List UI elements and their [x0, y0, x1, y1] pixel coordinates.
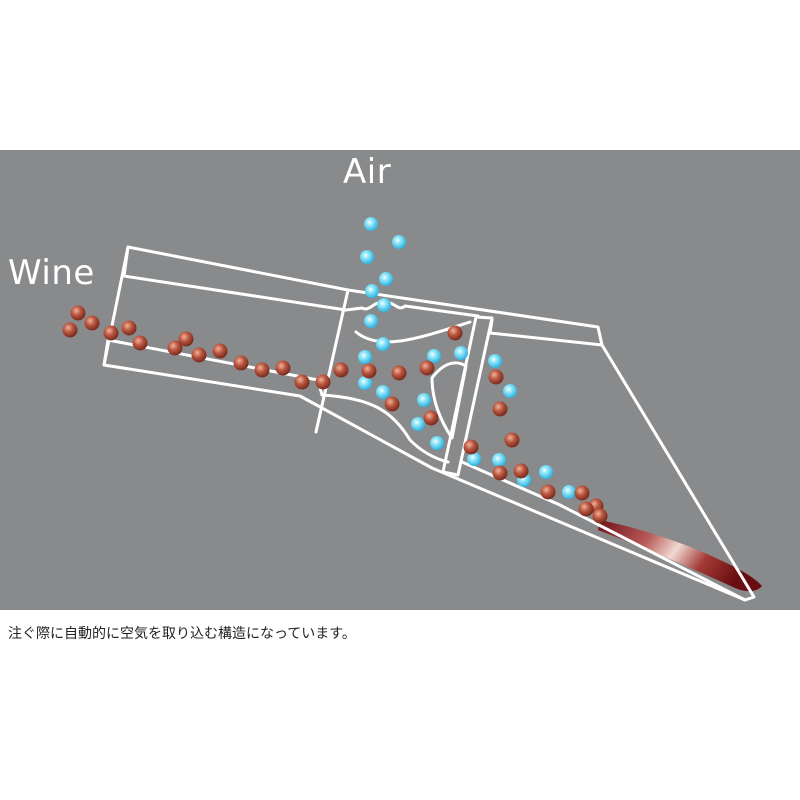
air-bubble	[376, 385, 390, 399]
aerator-outline	[102, 245, 756, 602]
wine-bubble	[294, 374, 310, 390]
wine-bubble	[361, 363, 377, 379]
air-bubble	[392, 235, 406, 249]
wine-bubble	[254, 362, 270, 378]
wine-bubble	[84, 315, 100, 331]
air-bubble	[379, 272, 393, 286]
wine-bubble	[70, 305, 86, 321]
air-bubble	[467, 452, 481, 466]
air-bubble	[360, 250, 374, 264]
venturi-lower	[320, 393, 450, 464]
air-inlet-notch	[344, 300, 480, 318]
wine-bubble	[513, 463, 529, 479]
chamber-separator	[314, 288, 350, 434]
wine-bubble	[578, 501, 594, 517]
body-top-rim	[122, 245, 348, 312]
wine-bubble	[212, 343, 228, 359]
wine-bubble	[121, 320, 137, 336]
air-bubble	[562, 485, 576, 499]
air-bubble	[411, 417, 425, 431]
air-bubble	[364, 217, 378, 231]
wine-bubble	[275, 360, 291, 376]
wine-bubble	[488, 369, 504, 385]
wine-bubble	[423, 410, 439, 426]
funnel-top	[488, 318, 604, 347]
wine-bubble	[178, 331, 194, 347]
air-bubble	[365, 284, 379, 298]
air-bubble	[358, 376, 372, 390]
diffuser	[430, 361, 468, 440]
air-bubble	[364, 314, 378, 328]
wine-bubble	[132, 335, 148, 351]
wine-bubble	[103, 325, 119, 341]
air-bubble	[503, 384, 517, 398]
air-bubble	[376, 337, 390, 351]
air-bubble	[454, 346, 468, 360]
slotted-plate	[441, 315, 494, 477]
wine-bubble	[191, 347, 207, 363]
air-bubbles	[358, 217, 576, 499]
wine-bubble	[540, 484, 556, 500]
wine-bubble	[391, 365, 407, 381]
air-bubble	[377, 298, 391, 312]
air-bubble	[427, 349, 441, 363]
wine-bubble	[504, 432, 520, 448]
wine-bubble	[167, 340, 183, 356]
wine-bubble	[419, 360, 435, 376]
wine-bubble	[592, 508, 608, 524]
air-bubble	[358, 350, 372, 364]
wine-stream	[598, 520, 762, 592]
air-bubble	[492, 453, 506, 467]
air-bubble	[430, 436, 444, 450]
wine-bubble	[233, 355, 249, 371]
air-bubble	[417, 393, 431, 407]
wine-bubble	[463, 439, 479, 455]
wine-bubble	[384, 396, 400, 412]
wine-bubble	[315, 374, 331, 390]
wine-bubble	[333, 362, 349, 378]
wine-bubble	[447, 325, 463, 341]
wine-bubble	[574, 485, 590, 501]
air-label: Air	[343, 152, 392, 192]
wine-label: Wine	[8, 253, 95, 293]
wine-bubbles	[62, 305, 608, 524]
wine-bubble	[492, 401, 508, 417]
wine-bubble	[62, 322, 78, 338]
aerator-body-outline	[102, 245, 756, 602]
air-bubble	[488, 354, 502, 368]
wine-bubble	[492, 465, 508, 481]
caption: 注ぐ際に自動的に空気を取り込む構造になっています。	[8, 626, 356, 642]
air-bubble	[539, 465, 553, 479]
